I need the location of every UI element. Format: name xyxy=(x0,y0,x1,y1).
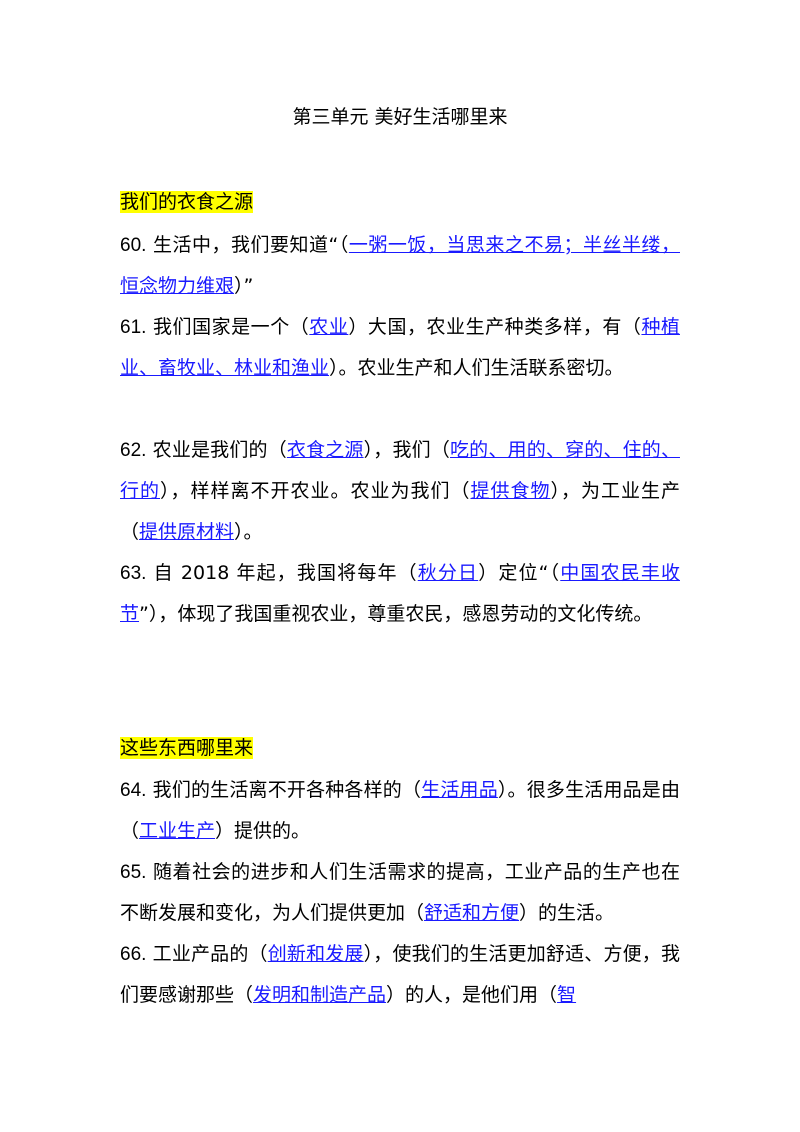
answer-text: 智 xyxy=(557,984,577,1006)
item-number: 61. xyxy=(120,317,147,338)
answer-text: 衣食之源 xyxy=(286,439,364,461)
item-number: 60. xyxy=(120,235,147,256)
item-text: ）” xyxy=(234,275,254,297)
item-text: ）大国，农业生产种类多样，有（ xyxy=(348,316,642,338)
answer-text: 提供原材料 xyxy=(139,521,235,543)
answer-text: 生活用品 xyxy=(421,779,498,801)
answer-text: 创新和发展 xyxy=(267,943,364,965)
item-text: 生活中，我们要知道“（ xyxy=(146,234,349,256)
item-text: ），样样离不开农业。农业为我们（ xyxy=(160,480,471,502)
item-text: ）定位“（ xyxy=(478,562,561,584)
item-64: 64. 我们的生活离不开各种各样的（生活用品）。很多生活用品是由（工业生产）提供… xyxy=(120,770,680,852)
item-text: ）。农业生产和人们生活联系密切。 xyxy=(329,357,624,379)
item-60: 60. 生活中，我们要知道“（一粥一饭，当思来之不易；半丝半缕，恒念物力维艰）” xyxy=(120,225,680,307)
item-text: 随着社会的进步和人们生活需求的提高，工业产品的生产也在不断发展和变化，为人们提供… xyxy=(120,861,680,924)
item-text: ）。 xyxy=(234,521,263,543)
answer-text: 种植业、畜牧业、林业和渔业 xyxy=(120,316,680,379)
item-65: 65. 随着社会的进步和人们生活需求的提高，工业产品的生产也在不断发展和变化，为… xyxy=(120,852,680,934)
item-text: 我们国家是一个（ xyxy=(146,316,310,338)
item-text: ）的生活。 xyxy=(519,902,615,924)
answer-text: 工业生产 xyxy=(139,820,216,842)
item-text: ）的人，是他们用（ xyxy=(386,984,558,1006)
page-title: 第三单元 美好生活哪里来 xyxy=(292,106,508,128)
item-text: ”），体现了我国重视农业，尊重农民，感恩劳动的文化传统。 xyxy=(139,603,653,625)
item-text: ），我们（ xyxy=(363,439,450,461)
item-text: ）。很多生活用品是由（ xyxy=(120,779,680,842)
item-66: 66. 工业产品的（创新和发展），使我们的生活更加舒适、方便，我们要感谢那些（发… xyxy=(120,934,680,1016)
answer-text: 吃的、用的、穿的、住的、行的 xyxy=(120,439,680,502)
highlighted-heading: 这些东西哪里来 xyxy=(120,737,254,759)
item-text: ）提供的。 xyxy=(215,820,311,842)
item-text: 我们的生活离不开各种各样的（ xyxy=(146,779,422,801)
item-text: 自 2018 年起，我国将每年（ xyxy=(146,562,418,584)
item-number: 63. xyxy=(120,563,147,584)
answer-text: 一粥一饭，当思来之不易；半丝半缕，恒念物力维艰 xyxy=(120,234,680,297)
answer-text: 秋分日 xyxy=(417,562,479,584)
answer-text: 发明和制造产品 xyxy=(253,984,387,1006)
item-62: 62. 农业是我们的（衣食之源），我们（吃的、用的、穿的、住的、行的），样样离不… xyxy=(120,430,680,553)
item-number: 65. xyxy=(120,862,147,883)
answer-text: 中国农民丰收节 xyxy=(120,562,680,625)
item-61: 61. 我们国家是一个（农业）大国，农业生产种类多样，有（种植业、畜牧业、林业和… xyxy=(120,307,680,389)
section-heading-clothing-food: 我们的衣食之源 xyxy=(120,189,254,215)
item-text: ），为工业生产（ xyxy=(120,480,680,543)
item-63: 63. 自 2018 年起，我国将每年（秋分日）定位“（中国农民丰收节”），体现… xyxy=(120,553,680,635)
section-heading-where-things-come: 这些东西哪里来 xyxy=(120,735,254,761)
highlighted-heading: 我们的衣食之源 xyxy=(120,191,254,213)
item-number: 64. xyxy=(120,780,147,801)
item-number: 66. xyxy=(120,944,147,965)
item-text: 工业产品的（ xyxy=(146,943,268,965)
item-text: 农业是我们的（ xyxy=(146,439,287,461)
answer-text: 提供食物 xyxy=(470,480,551,502)
item-text: ），使我们的生活更加舒适、方便，我们要感谢那些（ xyxy=(120,943,680,1006)
item-number: 62. xyxy=(120,440,147,461)
answer-text: 舒适和方便 xyxy=(424,902,520,924)
answer-text: 农业 xyxy=(309,316,349,338)
